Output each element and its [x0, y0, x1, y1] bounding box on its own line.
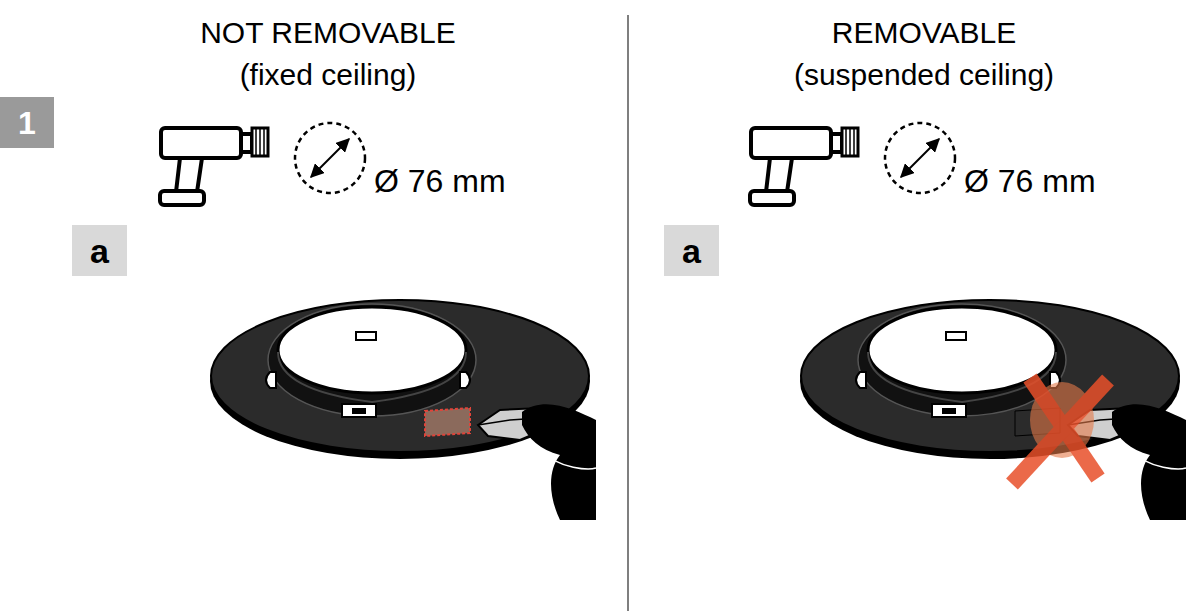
substep-letter: a — [90, 234, 109, 268]
subheading: (suspended ceiling) — [794, 58, 1054, 93]
drill-icon — [750, 123, 955, 205]
cutting-pliers — [478, 404, 596, 520]
cut-tab — [425, 408, 470, 436]
subheading: (fixed ceiling) — [240, 58, 417, 93]
prohibited-cross — [1012, 378, 1108, 484]
heading: NOT REMOVABLE — [200, 16, 456, 51]
dimension: Ø 76 mm — [374, 163, 506, 200]
substep-letter-box: a — [72, 225, 127, 276]
step-number: 1 — [18, 107, 36, 139]
step-number-box: 1 — [0, 97, 54, 148]
substep-letter: a — [682, 234, 701, 268]
drill-icon — [160, 123, 365, 205]
substep-letter-box: a — [664, 225, 719, 276]
dimension: Ø 76 mm — [964, 163, 1096, 200]
heading: REMOVABLE — [832, 16, 1017, 51]
